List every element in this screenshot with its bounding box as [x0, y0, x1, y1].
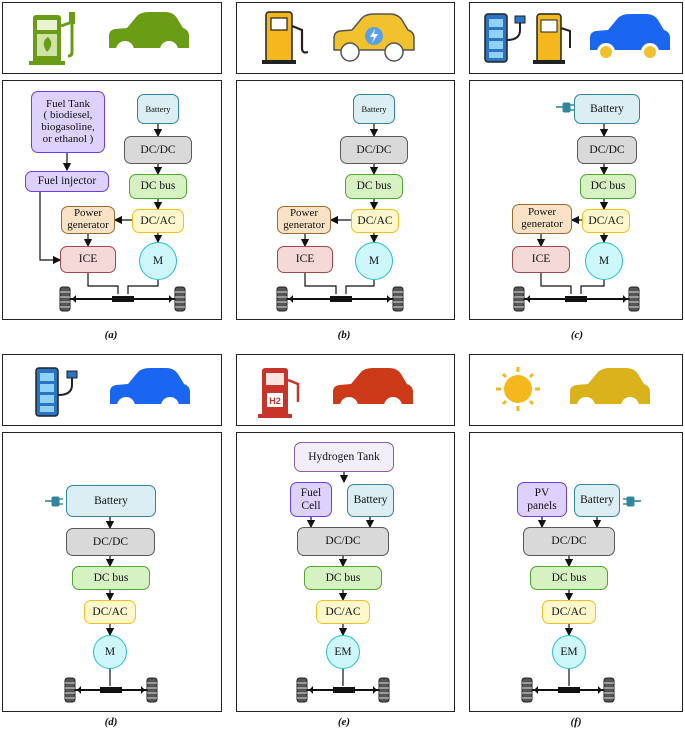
fuel-pump-leaf-icon: [29, 12, 75, 65]
car-icon-d: [110, 368, 190, 415]
dc-bus: DC bus: [72, 566, 150, 590]
fuel-tank: Fuel Tank ( biodiesel, biogasoline, or e…: [31, 91, 105, 153]
dcac-inverter: DC/AC: [582, 209, 630, 233]
fuel-injector: Fuel injector: [25, 171, 109, 192]
sun-icon-f: [496, 367, 540, 411]
power-generator: Power generator: [61, 206, 115, 234]
electric-motor: M: [93, 635, 127, 669]
power-generator: Power generator: [277, 206, 331, 234]
dcdc-converter: DC/DC: [124, 136, 192, 164]
battery: Battery: [353, 94, 395, 124]
battery-plug-icon-c: [484, 13, 526, 63]
dcdc-converter: DC/DC: [297, 527, 389, 556]
plug-icon-f: [623, 496, 641, 507]
wheel-axle-icon-c: [513, 286, 640, 312]
electric-motor: M: [139, 242, 177, 280]
caption-c: (c): [570, 329, 584, 341]
electric-motor: M: [585, 242, 623, 280]
car-icon-e: [333, 368, 413, 415]
diagram-frame-b: [236, 80, 455, 320]
electric-car-icon-b: [333, 13, 415, 62]
plug-icon-d: [45, 496, 63, 507]
car-icon-c: [590, 14, 670, 61]
caption-a: (a): [104, 329, 118, 341]
dcac-inverter: DC/AC: [316, 600, 370, 624]
car-icon-f: [570, 368, 650, 415]
electric-motor: M: [355, 242, 393, 280]
caption-d: (d): [104, 716, 118, 728]
dc-bus: DC bus: [530, 566, 608, 590]
dc-bus: DC bus: [129, 174, 187, 199]
dc-bus: DC bus: [345, 174, 403, 199]
dcdc-converter: DC/DC: [66, 528, 155, 556]
dcac-inverter: DC/AC: [542, 600, 596, 624]
wheel-axle-icon-d: [64, 677, 158, 703]
battery: Battery: [347, 484, 394, 517]
caption-b: (b): [337, 329, 351, 341]
wheel-axle-icon-b: [276, 286, 404, 312]
wheel-axle-icon-f: [521, 677, 615, 703]
ice-engine: ICE: [277, 246, 333, 273]
svg-text:H2: H2: [269, 396, 281, 406]
dcac-inverter: DC/AC: [84, 600, 136, 624]
dcac-inverter: DC/AC: [351, 209, 399, 233]
wheel-axle-icon-e: [296, 677, 390, 703]
ice-engine: ICE: [60, 246, 116, 273]
fuel-cell: Fuel Cell: [290, 482, 332, 517]
fuel-pump-icon-c: [533, 13, 571, 64]
dc-bus: DC bus: [304, 566, 382, 590]
battery: Battery: [574, 484, 620, 517]
pv-panels: PV panels: [517, 482, 567, 517]
dc-bus: DC bus: [580, 174, 636, 199]
battery: Battery: [137, 94, 179, 124]
electric-motor: EM: [552, 635, 586, 669]
dcdc-converter: DC/DC: [577, 136, 637, 164]
hydrogen-tank: Hydrogen Tank: [294, 442, 394, 472]
wheel-axle-icon-a: [59, 286, 186, 312]
dcac-inverter: DC/AC: [132, 209, 184, 233]
battery: Battery: [574, 94, 640, 124]
hydrogen-pump-icon-e: H2: [258, 368, 300, 418]
dcdc-converter: DC/DC: [523, 527, 615, 556]
fuel-pump-icon-b: [262, 11, 309, 64]
caption-e: (e): [337, 716, 351, 728]
battery-plug-icon-d: [35, 367, 78, 417]
power-generator: Power generator: [512, 204, 572, 234]
battery: Battery: [66, 485, 156, 517]
plug-icon-c: [556, 102, 574, 113]
car-icon-a: [109, 12, 189, 59]
caption-f: (f): [570, 716, 582, 728]
dcdc-converter: DC/DC: [340, 136, 408, 164]
ice-engine: ICE: [512, 246, 570, 273]
electric-motor: EM: [326, 635, 360, 669]
